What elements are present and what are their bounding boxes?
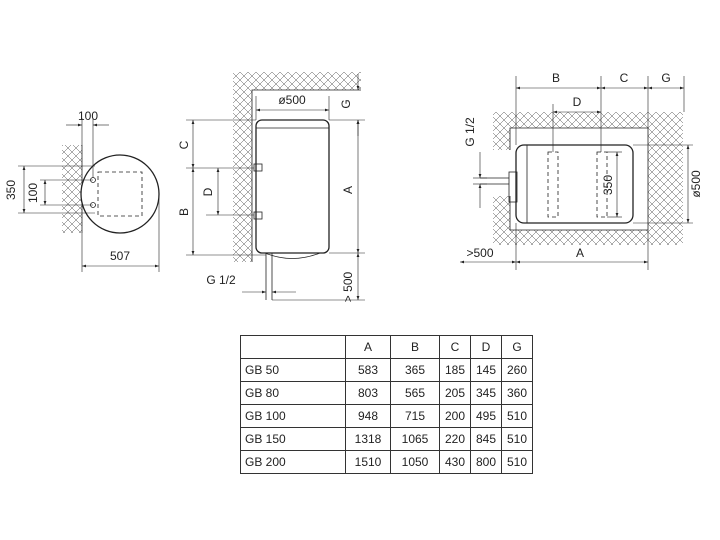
front-view: 100 350 100 507 xyxy=(4,109,160,272)
table-row: GB 50 583 365 185 145 260 xyxy=(240,358,533,382)
table-cell-model: GB 80 xyxy=(240,381,346,405)
tank-body-top xyxy=(515,144,634,224)
technical-drawing: 100 350 100 507 ø500 xyxy=(4,71,703,302)
table-cell: 1510 xyxy=(345,450,391,474)
side-view: ø500 G C D B A G 1/2 > 500 xyxy=(177,72,365,302)
table-cell: 205 xyxy=(439,381,471,405)
dim-label-350-front: 350 xyxy=(4,180,18,200)
table-cell-model: GB 100 xyxy=(240,404,346,428)
table-header-c: C xyxy=(439,335,471,359)
top-view: B C G D G 1/2 350 ø500 >500 A xyxy=(460,71,703,270)
table-cell: 365 xyxy=(390,358,440,382)
table-cell: 510 xyxy=(501,427,533,451)
dim-label-d-side: D xyxy=(201,187,215,196)
table-cell: 345 xyxy=(470,381,502,405)
table-cell: 1065 xyxy=(390,427,440,451)
dim-label-gt500-side: > 500 xyxy=(341,271,355,302)
table-header-d: D xyxy=(470,335,502,359)
table-header-row: A B C D G xyxy=(240,335,533,359)
table-row: GB 100 948 715 200 495 510 xyxy=(240,404,533,428)
table-cell: 430 xyxy=(439,450,471,474)
dim-label-d-top: D xyxy=(573,95,582,109)
table-cell: 200 xyxy=(439,404,471,428)
table-header-model xyxy=(240,335,346,359)
inner-tube-2 xyxy=(596,151,608,218)
table-cell: 948 xyxy=(345,404,391,428)
dim-label-350-top: 350 xyxy=(601,175,615,195)
table-header-b: B xyxy=(390,335,440,359)
table-cell: 715 xyxy=(390,404,440,428)
dim-label-g-side: G xyxy=(339,99,353,108)
dim-label-dia-500-side: ø500 xyxy=(278,93,306,107)
dim-label-top-100: 100 xyxy=(78,109,98,123)
table-cell-model: GB 50 xyxy=(240,358,346,382)
dim-label-g12-top: G 1/2 xyxy=(463,117,477,147)
wall-hatch-top xyxy=(493,112,683,245)
dim-label-gt500-top: >500 xyxy=(466,246,493,260)
dim-label-dia-500-top: ø500 xyxy=(689,170,703,198)
table-cell: 1050 xyxy=(390,450,440,474)
table-header-a: A xyxy=(345,335,391,359)
table-cell: 565 xyxy=(390,381,440,405)
dim-label-507: 507 xyxy=(110,249,130,263)
dim-label-a-top: A xyxy=(576,246,584,260)
table-row: GB 80 803 565 205 345 360 xyxy=(240,381,533,405)
table-cell: 845 xyxy=(470,427,502,451)
table-cell: 360 xyxy=(501,381,533,405)
table-cell-model: GB 200 xyxy=(240,450,346,474)
tank-body-side xyxy=(255,119,330,254)
inner-flange-front xyxy=(97,171,143,217)
table-cell-model: GB 150 xyxy=(240,427,346,451)
table-cell: 510 xyxy=(501,450,533,474)
dim-label-c-side: C xyxy=(177,140,191,149)
dim-label-g12-side: G 1/2 xyxy=(206,273,236,287)
dim-label-c-top: C xyxy=(620,71,629,85)
table-cell: 1318 xyxy=(345,427,391,451)
dimensions-table: A B C D G GB 50 583 365 185 145 260 GB 8… xyxy=(240,335,533,474)
table-row: GB 150 1318 1065 220 845 510 xyxy=(240,427,533,451)
table-row: GB 200 1510 1050 430 800 510 xyxy=(240,450,533,474)
table-cell: 495 xyxy=(470,404,502,428)
table-cell: 145 xyxy=(470,358,502,382)
table-cell: 803 xyxy=(345,381,391,405)
inner-tube-1 xyxy=(547,151,559,218)
table-header-g: G xyxy=(501,335,533,359)
dim-label-g-top: G xyxy=(661,71,670,85)
tank-circle-front xyxy=(80,154,160,234)
table-cell: 510 xyxy=(501,404,533,428)
wall-hatch-front xyxy=(62,145,82,233)
table-cell: 800 xyxy=(470,450,502,474)
table-cell: 260 xyxy=(501,358,533,382)
wall-hatch-side xyxy=(233,72,361,262)
dim-label-inner-100: 100 xyxy=(26,183,40,203)
dim-label-b-top: B xyxy=(552,71,560,85)
dim-label-b-side: B xyxy=(177,208,191,216)
table-cell: 583 xyxy=(345,358,391,382)
table-cell: 185 xyxy=(439,358,471,382)
dim-label-a-side: A xyxy=(341,186,355,194)
table-cell: 220 xyxy=(439,427,471,451)
